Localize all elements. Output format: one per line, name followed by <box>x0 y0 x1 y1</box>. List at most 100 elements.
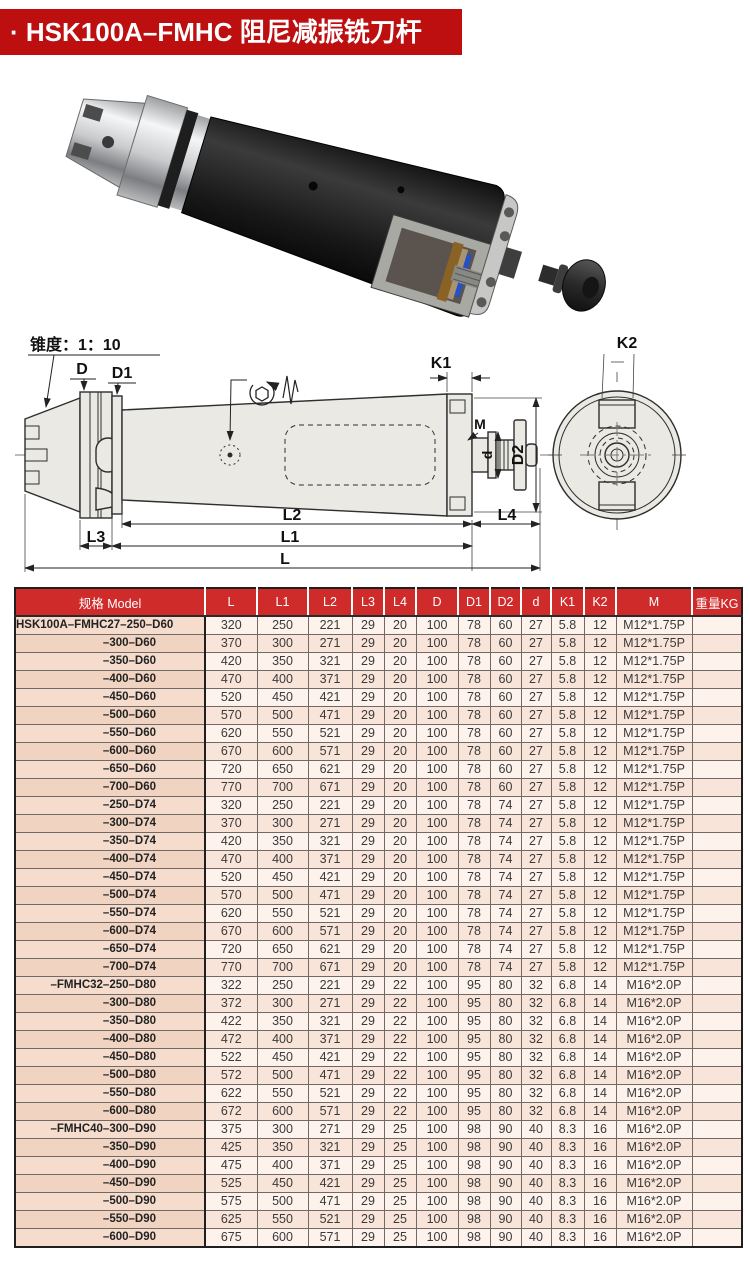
value-cell: 525 <box>204 1174 258 1193</box>
value-cell: 100 <box>415 670 459 689</box>
value-cell: 100 <box>415 1156 459 1175</box>
value-cell: 12 <box>583 886 617 905</box>
value-cell: 20 <box>383 652 417 671</box>
value-cell: 60 <box>489 760 522 779</box>
value-cell: 5.8 <box>550 814 585 833</box>
value-cell: 60 <box>489 688 522 707</box>
value-cell: 12 <box>583 814 617 833</box>
value-cell: 90 <box>489 1192 522 1211</box>
end-bolt-3 <box>485 277 496 288</box>
value-cell <box>691 778 743 797</box>
value-cell: 27 <box>520 778 552 797</box>
value-cell: 98 <box>457 1138 491 1157</box>
value-cell: 78 <box>457 652 491 671</box>
value-cell <box>691 688 743 707</box>
value-cell: 12 <box>583 670 617 689</box>
value-cell: 5.8 <box>550 706 585 725</box>
flange-ring-2 <box>169 115 211 211</box>
value-cell: 27 <box>520 688 552 707</box>
value-cell: 371 <box>307 850 353 869</box>
taper-slot-bottom <box>70 142 92 160</box>
value-cell <box>691 1228 743 1248</box>
column-header-13: 重量KG <box>691 588 742 617</box>
value-cell: 74 <box>489 814 522 833</box>
value-cell: 25 <box>383 1120 417 1139</box>
value-cell: 29 <box>351 922 385 941</box>
value-cell: 98 <box>457 1156 491 1175</box>
value-cell: 320 <box>204 796 258 815</box>
value-cell: 74 <box>489 904 522 923</box>
value-cell <box>691 1138 743 1157</box>
value-cell: 98 <box>457 1228 491 1248</box>
value-cell: 571 <box>307 1228 353 1248</box>
value-cell: 400 <box>256 1030 309 1049</box>
label-M: M <box>474 416 486 432</box>
value-cell: 520 <box>204 868 258 887</box>
column-header-12: M <box>615 588 692 617</box>
value-cell: 12 <box>583 634 617 653</box>
value-cell: 29 <box>351 940 385 959</box>
value-cell: 29 <box>351 1030 385 1049</box>
value-cell <box>691 1102 743 1121</box>
column-header-7: D1 <box>457 588 490 617</box>
value-cell: M12*1.75P <box>615 958 693 977</box>
value-cell: 74 <box>489 868 522 887</box>
value-cell: M12*1.75P <box>615 688 693 707</box>
value-cell: 350 <box>256 1012 309 1031</box>
value-cell: 571 <box>307 742 353 761</box>
body-hole-2 <box>397 186 405 194</box>
value-cell: 100 <box>415 742 459 761</box>
value-cell: 321 <box>307 1138 353 1157</box>
end-bolt-4 <box>476 297 487 308</box>
value-cell: 421 <box>307 868 353 887</box>
value-cell: 29 <box>351 1210 385 1229</box>
value-cell <box>691 724 743 743</box>
value-cell: 100 <box>415 634 459 653</box>
model-cell: –550–D74 <box>14 904 206 923</box>
value-cell: 27 <box>520 742 552 761</box>
value-cell: 78 <box>457 615 491 635</box>
value-cell: 80 <box>489 1102 522 1121</box>
value-cell: 672 <box>204 1102 258 1121</box>
value-cell: M12*1.75P <box>615 850 693 869</box>
value-cell: 78 <box>457 778 491 797</box>
value-cell: 60 <box>489 706 522 725</box>
taper-hole <box>102 136 115 149</box>
value-cell: 14 <box>583 1084 617 1103</box>
value-cell: 14 <box>583 1012 617 1031</box>
value-cell: 770 <box>204 958 258 977</box>
set-screw-hidden <box>219 444 241 466</box>
value-cell: M12*1.75P <box>615 868 693 887</box>
value-cell: 60 <box>489 670 522 689</box>
value-cell: 29 <box>351 796 385 815</box>
value-cell: 12 <box>583 940 617 959</box>
model-cell: –450–D74 <box>14 868 206 887</box>
value-cell: 29 <box>351 652 385 671</box>
value-cell: 29 <box>351 1066 385 1085</box>
value-cell: M16*2.0P <box>615 1102 693 1121</box>
value-cell: 29 <box>351 1120 385 1139</box>
value-cell: 300 <box>256 994 309 1013</box>
value-cell: 32 <box>520 1048 552 1067</box>
value-cell: 6.8 <box>550 976 585 995</box>
value-cell: 16 <box>583 1192 617 1211</box>
value-cell: 372 <box>204 994 258 1013</box>
value-cell: 420 <box>204 652 258 671</box>
value-cell: 14 <box>583 994 617 1013</box>
model-cell: –600–D74 <box>14 922 206 941</box>
column-header-9: d <box>520 588 551 617</box>
value-cell: 20 <box>383 688 417 707</box>
value-cell: 100 <box>415 688 459 707</box>
value-cell: 500 <box>256 1192 309 1211</box>
value-cell <box>691 1030 743 1049</box>
value-cell: 400 <box>256 670 309 689</box>
value-cell: 100 <box>415 1066 459 1085</box>
value-cell: 27 <box>520 832 552 851</box>
value-cell: 100 <box>415 940 459 959</box>
model-cell: –350–D90 <box>14 1138 206 1157</box>
column-header-5: L4 <box>383 588 416 617</box>
